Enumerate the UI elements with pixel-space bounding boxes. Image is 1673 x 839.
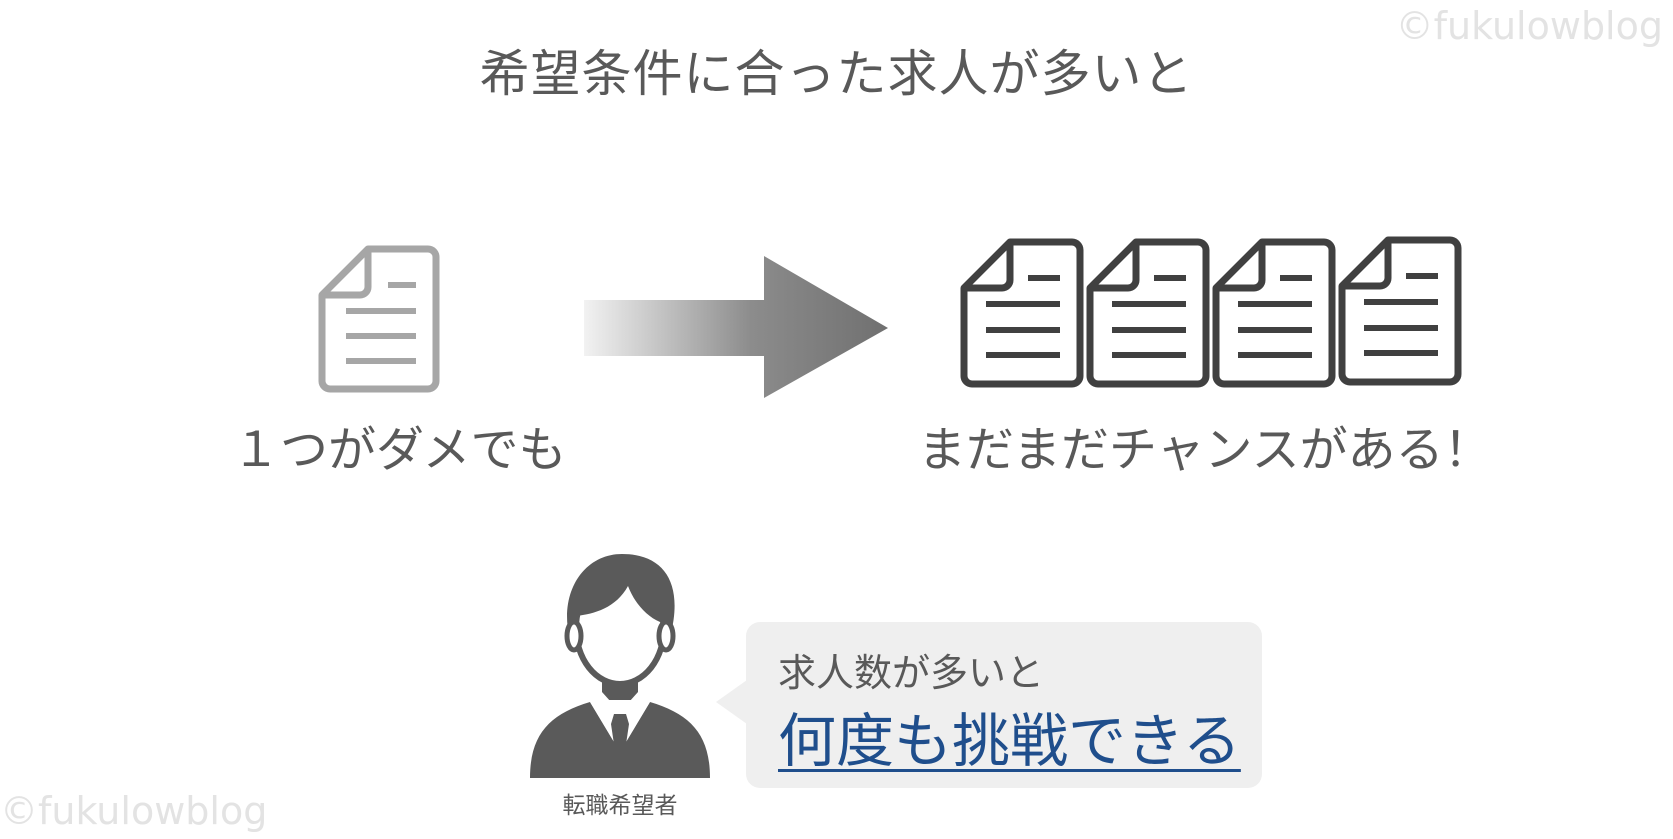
arrow-right-icon (584, 256, 888, 398)
document-icon-4 (1338, 236, 1462, 386)
bubble-text-line1: 求人数が多いと (778, 651, 1045, 695)
diagram-title: 希望条件に合った求人が多いと (479, 45, 1194, 103)
businessman-icon (530, 554, 710, 778)
document-icon-single (318, 245, 440, 393)
speech-bubble (746, 622, 1262, 788)
bubble-text-line2: 何度も挑戦できる (778, 707, 1241, 775)
document-icon-2 (1086, 238, 1210, 388)
left-label: １つがダメでも (232, 422, 567, 478)
speech-bubble-tail (716, 680, 747, 724)
watermark-top: ©fukulowblog (1395, 4, 1663, 48)
right-label: まだまだチャンスがある！ (918, 422, 1492, 478)
watermark-bottom: ©fukulowblog (0, 789, 268, 833)
document-icon-1 (960, 238, 1084, 388)
person-caption: 転職希望者 (562, 793, 678, 819)
document-icon-3 (1212, 238, 1336, 388)
